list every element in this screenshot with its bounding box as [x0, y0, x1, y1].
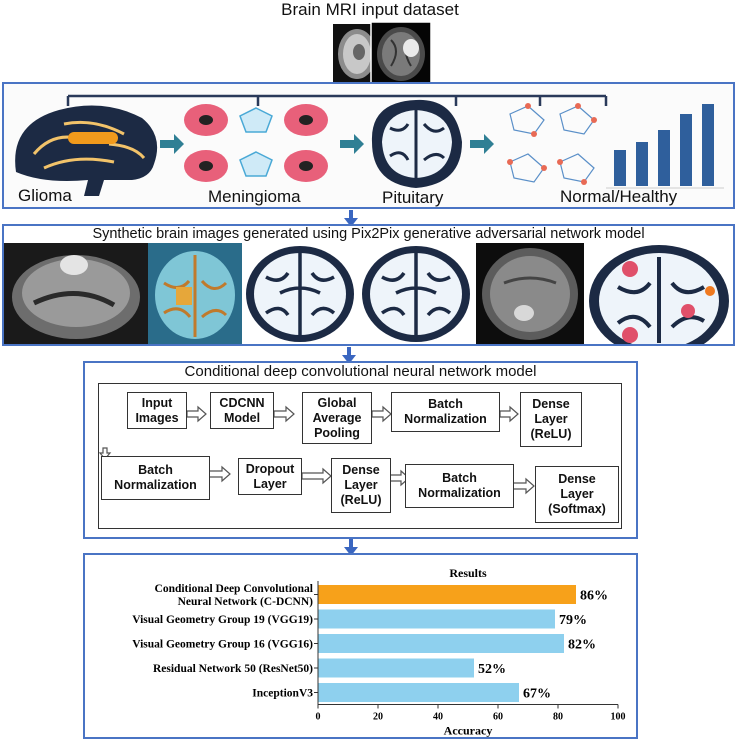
x-tick-label-2: 40 [433, 712, 443, 723]
step-global-average-pooling: Global Average Pooling [302, 392, 372, 444]
class-label-meningioma: Meningioma [208, 187, 301, 206]
category-label-4: InceptionV3 [252, 688, 313, 700]
synthetic-title: Synthetic brain images generated using P… [92, 226, 645, 242]
step-dense-relu-1: Dense Layer (ReLU) [520, 392, 582, 447]
category-label-3: Residual Network 50 (ResNet50) [153, 663, 313, 675]
category-label-1: Visual Geometry Group 19 (VGG19) [132, 614, 313, 626]
step-batch-normalization-1: Batch Normalization [391, 392, 500, 432]
step-batch-normalization-3: Batch Normalization [405, 464, 514, 508]
bar-0 [318, 585, 576, 604]
category-label-0: Conditional Deep Convolutional [155, 583, 313, 595]
dataset-title: Brain MRI input dataset [281, 0, 459, 19]
value-label-1: 79% [559, 613, 587, 628]
category-label-0: Neural Network (C-DCNN) [178, 596, 314, 608]
step-cdcnn-model: CDCNN Model [210, 392, 274, 429]
arrow-down-1 [344, 210, 358, 227]
value-label-4: 67% [523, 687, 551, 702]
chart-title: Results [449, 566, 487, 580]
model-flow-arrows [98, 405, 535, 495]
category-label-2: Visual Geometry Group 16 (VGG16) [132, 639, 313, 651]
x-tick-label-5: 100 [611, 712, 626, 723]
value-label-0: 86% [580, 589, 608, 604]
synthetic-image-strip [4, 243, 733, 344]
results-chart: Results 86% Conditional Deep Convolutional… [132, 566, 626, 738]
bar-2 [318, 634, 564, 653]
step-batch-normalization-2: Batch Normalization [101, 456, 210, 500]
step-input-images: Input Images [127, 392, 187, 429]
value-label-2: 82% [568, 638, 596, 653]
arrow-down-3 [344, 539, 358, 556]
x-tick-label-0: 0 [316, 712, 321, 723]
model-flow-frame [98, 383, 622, 529]
x-tick-label-3: 60 [493, 712, 503, 723]
bar-1 [318, 609, 555, 629]
class-label-glioma: Glioma [18, 186, 72, 205]
bar-3 [318, 658, 474, 678]
step-dropout-layer: Dropout Layer [238, 458, 302, 495]
class-label-normal: Normal/Healthy [560, 187, 678, 206]
mri-input-images [333, 22, 432, 85]
step-dense-softmax: Dense Layer (Softmax) [535, 466, 619, 523]
arrow-down-2 [342, 347, 356, 364]
bar-4 [318, 683, 519, 702]
x-tick-label-4: 80 [553, 712, 563, 723]
x-tick-label-1: 20 [373, 712, 383, 723]
class-label-pituitary: Pituitary [382, 188, 444, 207]
class-illustrations [4, 84, 733, 207]
value-label-3: 52% [478, 662, 506, 677]
x-axis-label: Accuracy [444, 724, 493, 738]
step-dense-relu-2: Dense Layer (ReLU) [331, 458, 391, 513]
model-title: Conditional deep convolutional neural ne… [184, 363, 537, 380]
